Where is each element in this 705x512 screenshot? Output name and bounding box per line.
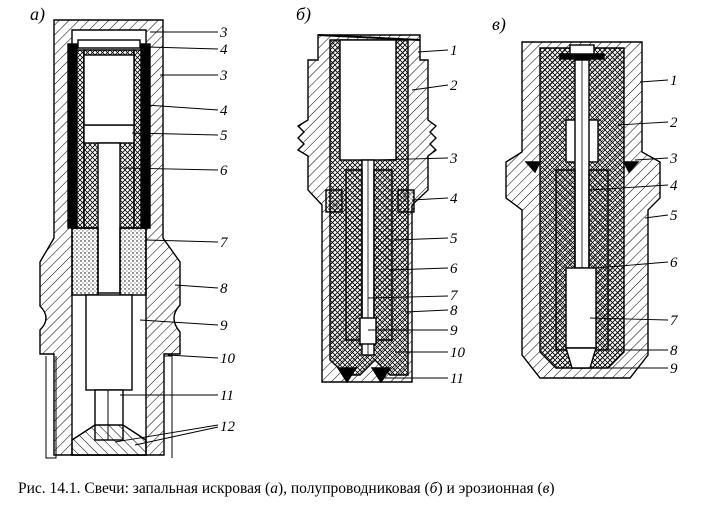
callout-b: 4	[450, 191, 458, 207]
panel-c-drawing	[505, 41, 661, 379]
caption-c-mark: в	[542, 480, 550, 497]
panel-b-leaders	[367, 49, 449, 379]
caption-middle2: ) и эрозионная (	[437, 480, 543, 497]
callout-b: 1	[450, 43, 458, 59]
panel-c-label: в)	[492, 14, 506, 35]
callout-c: 6	[670, 255, 678, 271]
callout-c: 4	[670, 178, 678, 194]
callout-b: 11	[450, 371, 464, 387]
callout-b: 6	[450, 261, 458, 277]
panel-c-leaders	[585, 79, 669, 369]
callout-a: 12	[220, 419, 236, 435]
callout-b: 2	[450, 78, 458, 94]
caption-prefix: Рис. 14.1. Свечи: запальная искровая (	[18, 480, 271, 497]
caption-b-mark: б	[429, 480, 438, 497]
callout-b: 5	[450, 231, 458, 247]
panel-b-drawing	[296, 34, 438, 384]
callout-a: 3	[219, 68, 228, 84]
callout-a: 4	[220, 42, 228, 58]
callout-a: 11	[220, 388, 234, 404]
callout-a: 7	[220, 235, 229, 251]
callout-b: 7	[450, 288, 459, 304]
panel-b-label: б)	[296, 4, 311, 25]
panel-a-label: а)	[30, 4, 45, 25]
callout-a: 10	[220, 351, 236, 367]
callout-c: 1	[670, 73, 678, 89]
callout-a: 9	[220, 318, 228, 334]
callout-b: 10	[450, 345, 466, 361]
panel-a-leaders	[114, 31, 219, 446]
callout-b: 3	[449, 151, 458, 167]
callout-c: 3	[669, 151, 678, 167]
caption-middle1: ), полупроводниковая (	[277, 480, 430, 497]
callout-b: 8	[450, 303, 458, 319]
callout-a: 8	[220, 281, 228, 297]
spark-plug-diagrams: а) б) в) 3 4 3 4 5 6 7 8 9 10 11 12 1 2 …	[30, 4, 679, 459]
callout-c: 2	[670, 115, 678, 131]
callout-a: 3	[219, 25, 228, 41]
callout-a: 6	[220, 163, 228, 179]
callout-a: 5	[220, 128, 228, 144]
callout-c: 5	[670, 208, 678, 224]
callout-b: 9	[450, 323, 458, 339]
caption-a-mark: а	[270, 480, 278, 497]
caption-suffix: )	[549, 480, 555, 497]
callout-c: 8	[670, 343, 678, 359]
figure-caption: Рис. 14.1. Свечи: запальная искровая (а)…	[18, 480, 698, 498]
panel-a-drawing	[39, 19, 181, 459]
callout-c: 9	[670, 361, 678, 377]
callout-a: 4	[220, 103, 228, 119]
callout-c: 7	[670, 313, 679, 329]
